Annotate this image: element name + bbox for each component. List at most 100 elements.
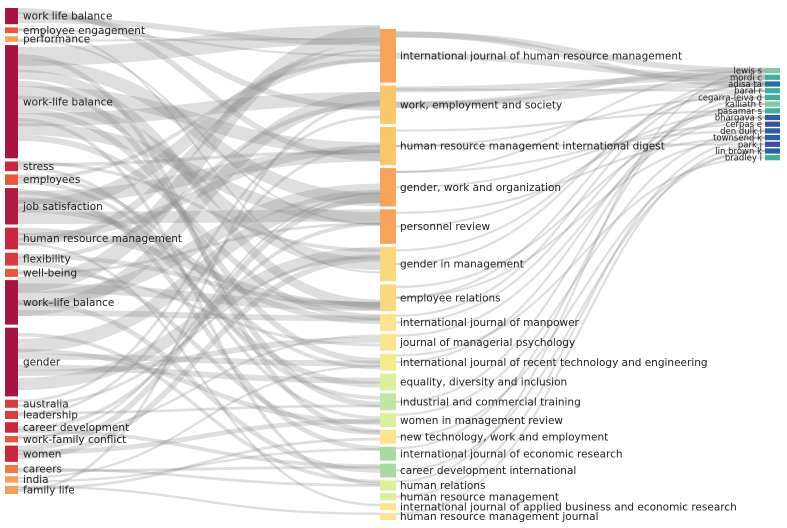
link-keyword-journal: [17, 17, 381, 46]
author-label: park j: [738, 140, 762, 150]
link-keyword-journal: [17, 246, 381, 391]
link-keyword-journal: [17, 160, 381, 252]
author-node-lewis-s[interactable]: [765, 68, 780, 74]
journal-label: career development international: [400, 465, 576, 477]
link-keyword-journal: [17, 437, 381, 491]
author-node-cegarra-leiva-d[interactable]: [765, 94, 780, 100]
keyword-node-careers[interactable]: [5, 465, 18, 474]
journal-node-industrial-and-commercial-training[interactable]: [380, 393, 396, 411]
keyword-label: work life balance: [23, 11, 112, 23]
keyword-label: human resource management: [23, 233, 182, 245]
author-label: pasamar s: [718, 107, 763, 117]
keyword-node-family-life[interactable]: [5, 485, 18, 494]
link-keyword-journal: [17, 254, 381, 408]
keyword-node-work-life-balance[interactable]: [5, 8, 18, 25]
journal-node-women-in-management-review[interactable]: [380, 413, 396, 428]
journal-node-journal-of-managerial-psychology[interactable]: [380, 333, 396, 351]
author-node-den-dulk-l[interactable]: [765, 128, 780, 134]
journal-node-gender-in-management[interactable]: [380, 246, 396, 282]
link-keyword-journal: [17, 8, 381, 162]
author-node-adisa-ta[interactable]: [765, 81, 780, 87]
keyword-node-gender[interactable]: [5, 327, 18, 397]
journal-node-human-relations[interactable]: [380, 480, 396, 491]
link-keyword-journal: [17, 253, 381, 307]
author-node-bradley-l[interactable]: [765, 155, 780, 161]
author-node-townsend-k[interactable]: [765, 135, 780, 141]
link-journal-author: [395, 129, 766, 174]
link-keyword-journal: [17, 122, 381, 225]
author-node-bhargava-s[interactable]: [765, 114, 780, 121]
keyword-node-work-life-balance[interactable]: [5, 280, 18, 325]
link-journal-author: [395, 89, 766, 450]
keyword-label: family life: [23, 485, 75, 497]
keyword-node-women[interactable]: [5, 445, 18, 462]
keyword-node-australia[interactable]: [5, 399, 18, 408]
journal-node-international-journal-of-human-resource-management[interactable]: [380, 29, 396, 83]
link-journal-author: [395, 96, 766, 403]
journal-node-new-technology-work-and-employment[interactable]: [380, 430, 396, 444]
link-keyword-journal: [17, 467, 381, 487]
link-journal-author: [395, 143, 766, 515]
author-label: den dulk l: [720, 127, 762, 137]
author-node-pasamar-s[interactable]: [765, 108, 780, 114]
keyword-label: performance: [23, 34, 90, 46]
link-keyword-journal: [17, 115, 381, 403]
link-keyword-journal: [17, 58, 381, 181]
link-keyword-journal: [17, 336, 381, 377]
link-keyword-journal: [17, 102, 381, 262]
keyword-label: careers: [23, 464, 62, 476]
keyword-node-flexibility[interactable]: [5, 252, 18, 266]
author-label: cerpas e: [726, 120, 762, 130]
journal-node-equality-diversity-and-inclusion[interactable]: [380, 373, 396, 391]
journal-label: international journal of economic resear…: [400, 448, 623, 460]
link-keyword-journal: [17, 95, 381, 271]
journal-node-work-employment-and-society[interactable]: [380, 85, 396, 124]
link-journal-author: [395, 76, 766, 299]
journal-node-international-journal-of-recent-technology-and-engineering[interactable]: [380, 353, 396, 371]
author-label: baral r: [734, 87, 762, 97]
journal-node-gender-work-and-organization[interactable]: [380, 168, 396, 207]
keyword-node-work-life-balance[interactable]: [5, 45, 18, 159]
link-keyword-journal: [17, 270, 381, 347]
journal-node-international-journal-of-manpower[interactable]: [380, 314, 396, 331]
author-node-lin-brown-k[interactable]: [765, 148, 780, 154]
journal-node-employee-relations[interactable]: [380, 284, 396, 312]
author-node-baral-r[interactable]: [765, 88, 780, 94]
journal-node-international-journal-of-economic-research[interactable]: [380, 446, 396, 461]
link-journal-author: [395, 143, 766, 148]
link-keyword-journal: [17, 27, 381, 274]
author-node-cerpas-e[interactable]: [765, 121, 780, 127]
link-keyword-journal: [17, 189, 381, 353]
author-node-mordi-c[interactable]: [765, 74, 780, 80]
author-node-park-j[interactable]: [765, 141, 780, 147]
keyword-node-career-development[interactable]: [5, 422, 18, 433]
journal-label: women in management review: [400, 415, 563, 427]
link-keyword-journal: [17, 332, 381, 484]
keyword-node-well-being[interactable]: [5, 268, 18, 277]
keyword-node-work-family-conflict[interactable]: [5, 435, 18, 443]
journal-node-human-resource-management-journal[interactable]: [380, 513, 396, 520]
keyword-node-employee-engagement[interactable]: [5, 27, 18, 34]
keyword-node-india[interactable]: [5, 476, 18, 483]
nodes-layer: [5, 8, 780, 520]
keyword-node-performance[interactable]: [5, 36, 18, 42]
link-journal-author: [395, 31, 766, 74]
keyword-node-leadership[interactable]: [5, 410, 18, 419]
author-node-kalliath-t[interactable]: [765, 101, 780, 107]
keyword-node-job-satisfaction[interactable]: [5, 188, 18, 225]
journal-node-human-resource-management[interactable]: [380, 493, 396, 501]
link-keyword-journal: [17, 299, 381, 473]
journal-label: equality, diversity and inclusion: [400, 377, 567, 389]
link-keyword-journal: [17, 310, 381, 322]
journal-node-personnel-review[interactable]: [380, 209, 396, 244]
journal-node-human-resource-management-international-digest[interactable]: [380, 126, 396, 166]
link-journal-author: [395, 52, 766, 81]
author-label: bradley l: [725, 154, 762, 164]
journal-node-career-development-international[interactable]: [380, 463, 396, 478]
keyword-node-stress[interactable]: [5, 161, 18, 172]
keyword-node-human-resource-management[interactable]: [5, 227, 18, 250]
keyword-node-employees[interactable]: [5, 174, 18, 185]
keyword-label: stress: [23, 161, 54, 173]
journal-node-international-journal-of-applied-business-and-economic-research[interactable]: [380, 503, 396, 511]
